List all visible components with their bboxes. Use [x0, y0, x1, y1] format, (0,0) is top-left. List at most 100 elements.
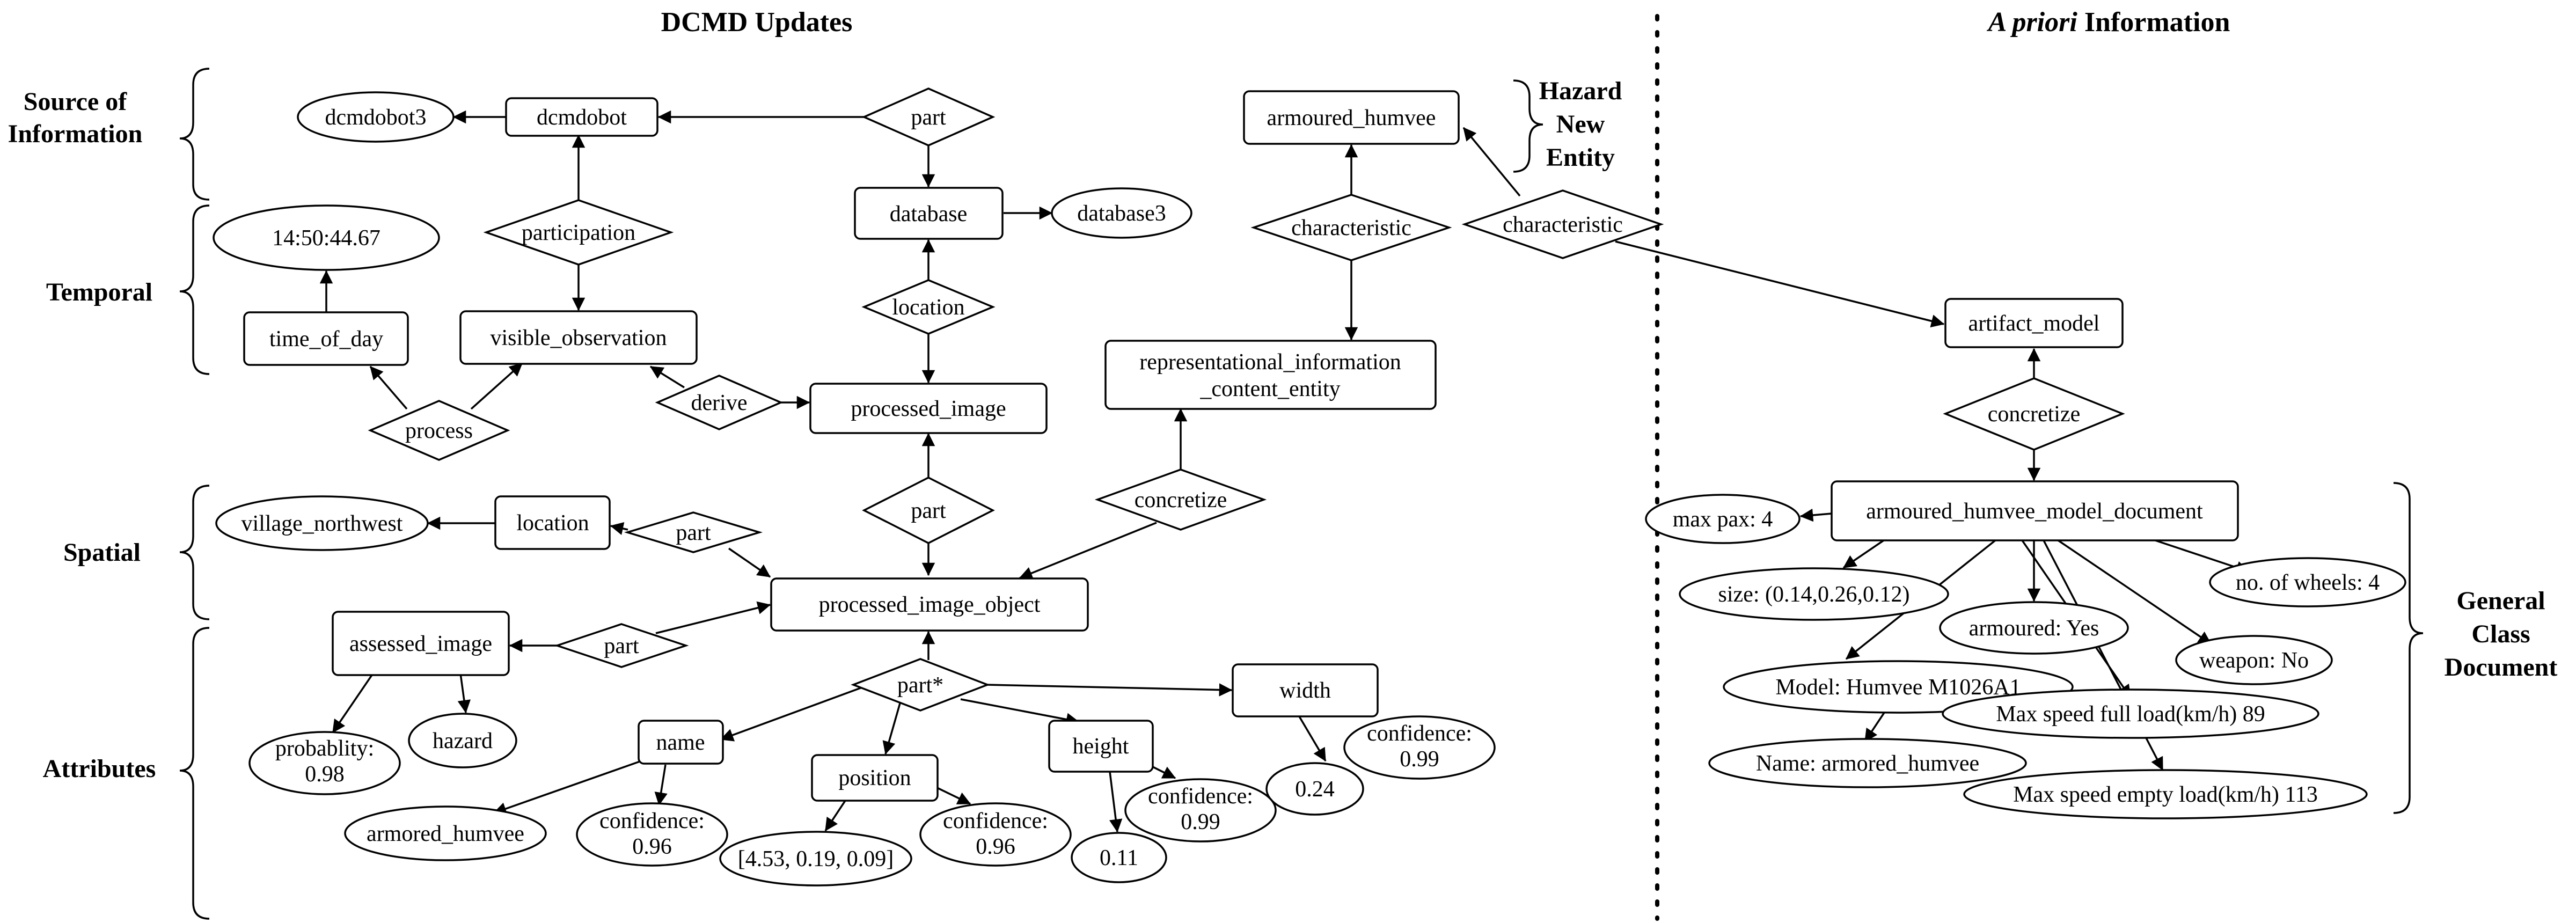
node-characteristic-left: characteristic: [1250, 194, 1452, 261]
node-name-confidence: confidence:0.96: [576, 802, 728, 867]
node-width-label: width: [1279, 678, 1331, 703]
node-part-star-label: part*: [897, 673, 943, 698]
node-participation: participation: [483, 199, 674, 266]
node-position-confidence: confidence:0.96: [919, 802, 1072, 867]
category-hazard-line1: Hazard: [1539, 77, 1622, 105]
node-dcmdobot3: dcmdobot3: [297, 91, 455, 143]
node-rice: representational_information_content_ent…: [1104, 340, 1437, 410]
node-location-diamond: location: [861, 279, 996, 335]
node-height-value: 0.11: [1071, 832, 1167, 883]
edge-assessed-prob: [332, 673, 374, 734]
node-visible-observation-label: visible_observation: [491, 326, 667, 350]
edge-partstar-position: [882, 697, 903, 755]
node-part-attr-label: part: [604, 634, 639, 658]
node-part-star: part*: [851, 658, 990, 712]
node-processed-image-label: processed_image: [851, 397, 1006, 421]
node-max-speed-empty: Max speed empty load(km/h) 113: [1963, 769, 2368, 819]
node-processed-image-object-label: processed_image_object: [819, 592, 1041, 617]
node-artifact-model: artifact_model: [1944, 298, 2124, 348]
node-width-confidence-line2: 0.99: [1400, 747, 1439, 772]
node-database3: database3: [1051, 187, 1192, 239]
node-rice-line2: _content_entity: [1199, 377, 1340, 401]
node-model-label: Model: Humvee M1026A1: [1775, 675, 2021, 700]
node-assessed-image: assessed_image: [332, 611, 510, 676]
node-armored-humvee-label: armored_humvee: [367, 822, 524, 846]
category-braces: [179, 68, 2424, 920]
node-processed-image-object: processed_image_object: [770, 577, 1089, 632]
node-max-pax-label: max pax: 4: [1673, 507, 1773, 532]
edge-partstar-name: [720, 684, 870, 742]
edge-partstar-height: [960, 698, 1080, 726]
node-part-mid: part: [862, 477, 995, 544]
node-hazard-label: hazard: [433, 729, 493, 753]
node-max-speed-full: Max speed full load(km/h) 89: [1942, 688, 2319, 739]
node-armoured-yes: armoured: Yes: [1939, 601, 2129, 655]
node-dcmdobot: dcmdobot: [505, 97, 658, 137]
edge-partattr-pio: [655, 601, 771, 634]
node-width-confidence: confidence:0.99: [1343, 715, 1496, 780]
node-derive: derive: [655, 375, 784, 430]
node-location-box-label: location: [516, 511, 589, 536]
node-model-document: armoured_humvee_model_document: [1831, 480, 2239, 541]
node-armored-humvee: armored_humvee: [344, 805, 547, 861]
node-participation-label: participation: [522, 221, 635, 245]
category-general-line1: General: [2456, 587, 2545, 615]
category-general-line3: Document: [2445, 653, 2558, 682]
node-width: width: [1232, 663, 1379, 717]
node-height-confidence-line1: confidence:: [1148, 784, 1253, 809]
node-time-value-label: 14:50:44.67: [272, 226, 380, 251]
node-position-confidence-line2: 0.96: [976, 834, 1015, 859]
category-temporal: Temporal: [46, 278, 152, 306]
edge-partspatial-pio: [728, 547, 771, 578]
node-rice-label: representational_information_content_ent…: [1139, 350, 1401, 401]
node-time-of-day-label: time_of_day: [269, 327, 383, 351]
node-name-confidence-line2: 0.96: [632, 834, 672, 859]
edge-charR-artifact: [1615, 240, 1945, 328]
node-dcmdobot3-label: dcmdobot3: [325, 105, 427, 130]
brace-source: [179, 68, 210, 201]
node-time-value: 14:50:44.67: [213, 204, 440, 271]
edge-doc-weapon: [2058, 539, 2212, 645]
node-concretize-left: concretize: [1094, 468, 1267, 531]
brace-general: [2393, 482, 2424, 814]
edge-doc-size: [1842, 539, 1884, 569]
node-position-label: position: [838, 766, 911, 790]
edge-position-value: [824, 800, 846, 832]
edge-width-value: [1295, 710, 1327, 762]
edge-name-armored: [493, 760, 642, 815]
node-position-value-label: [4.53, 0.19, 0.09]: [738, 847, 894, 871]
node-height-value-label: 0.11: [1100, 846, 1138, 870]
edge-derive-visobs: [649, 365, 685, 389]
edge-process-visobs: [470, 362, 523, 410]
node-database-label: database: [890, 202, 968, 226]
node-characteristic-right-label: characteristic: [1503, 213, 1623, 237]
node-position-confidence-line1: confidence:: [943, 809, 1048, 833]
a-priori-header: A priori Information: [1987, 7, 2230, 38]
node-model-document-label: armoured_humvee_model_document: [1866, 499, 2203, 524]
node-name-confidence-label: confidence:0.96: [599, 809, 705, 859]
node-hazard: hazard: [408, 713, 517, 768]
a-priori-rest: Information: [2077, 7, 2230, 38]
node-name-confidence-line1: confidence:: [599, 809, 705, 833]
brace-spatial: [179, 485, 210, 620]
node-probability-line2: 0.98: [305, 762, 345, 787]
node-probability-line1: probablity:: [275, 736, 374, 761]
node-position: position: [811, 754, 939, 802]
category-hazard-line2: New: [1556, 110, 1605, 138]
node-weapon-label: weapon: No: [2199, 648, 2309, 673]
edge-name-conf: [654, 764, 668, 806]
node-height-label: height: [1073, 734, 1129, 759]
edge-concretize-pio: [1019, 522, 1157, 580]
node-database3-label: database3: [1077, 201, 1166, 226]
node-process-label: process: [405, 419, 473, 443]
edge-charR-armoured: [1462, 127, 1521, 197]
node-probability: probablity:0.98: [248, 731, 401, 795]
edge-position-conf: [933, 785, 971, 805]
node-part-top-label: part: [911, 105, 946, 130]
node-armoured-humvee: armoured_humvee: [1243, 90, 1460, 145]
node-database: database: [854, 187, 1004, 240]
